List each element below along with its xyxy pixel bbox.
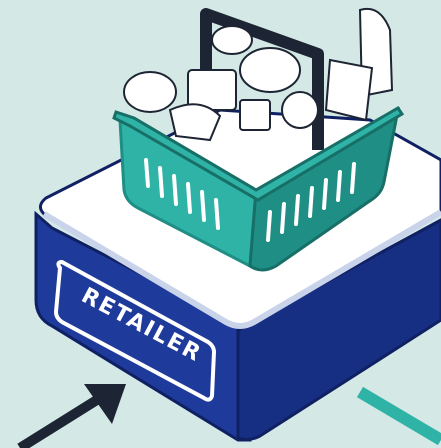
inbound-arrow [20,384,126,448]
outbound-line [360,392,441,440]
